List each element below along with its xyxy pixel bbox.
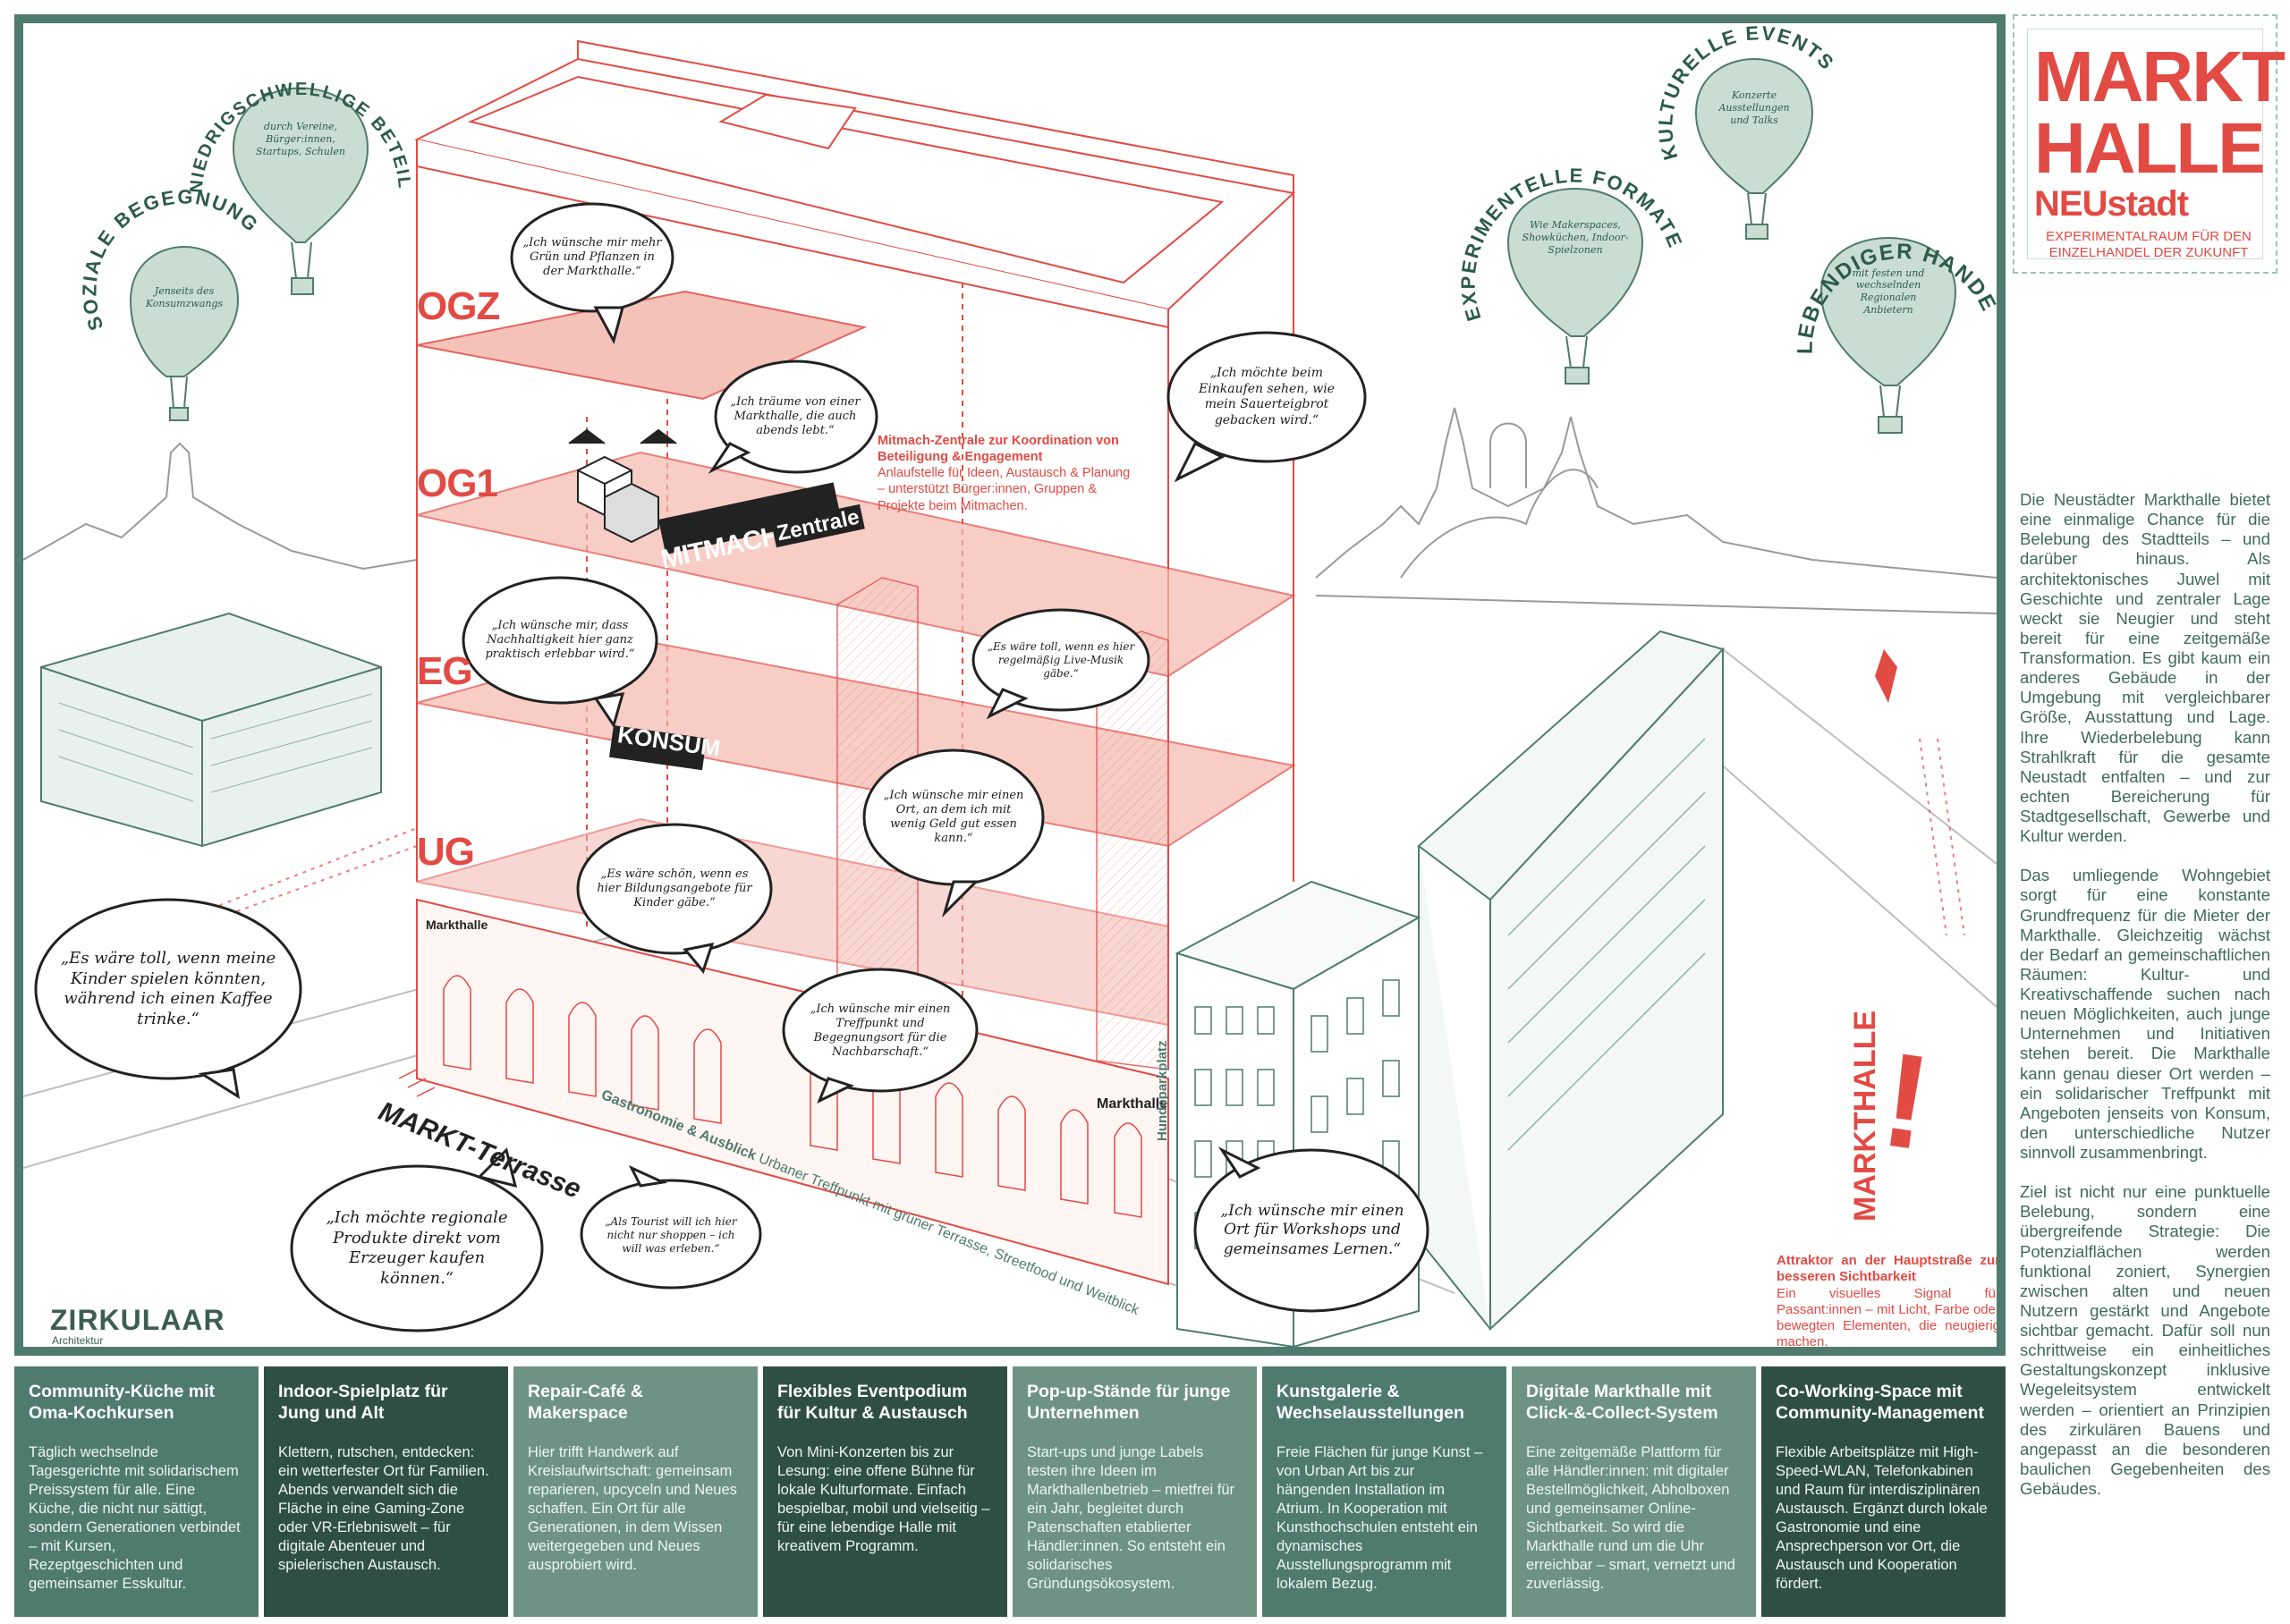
card-title: Repair-Café & Makerspace	[528, 1382, 643, 1424]
hundepark-label: Hundeparkplatz	[1155, 1040, 1170, 1141]
quote-7: „Es wäre toll, wenn meine Kinder spielen…	[60, 949, 276, 1028]
quote-6: „Es wäre schön, wenn es hier Bildungsang…	[597, 867, 752, 910]
card-digital-market: Digitale Markthalle mit Click-&-Collect-…	[1512, 1366, 1756, 1617]
left-building-windows	[58, 693, 373, 802]
speech-bubbles	[34, 202, 1429, 1332]
left-building	[40, 612, 382, 848]
attraktor-note-text: Ein visuelles Signal für Passant:innen –…	[1777, 1285, 2000, 1350]
balloon-text-0: Jenseits des Konsumzwangs	[145, 285, 224, 309]
zirkulaar-logo: ZIRKULAAR	[50, 1304, 225, 1336]
quote-2: „Ich möchte beim Einkaufen sehen, wie me…	[1199, 366, 1335, 427]
side-paragraph-2: Das umliegende Wohngebiet sorgt für eine…	[2020, 866, 2270, 1162]
right-long-building	[1417, 630, 1725, 1332]
zirkulaar-logo-sub: Architektur	[52, 1334, 104, 1347]
terrace-hatch	[398, 1069, 436, 1097]
attraktor-note-title: Attraktor an der Hauptstraße zur bessere…	[1777, 1253, 2000, 1285]
floor-label-ug: UG	[417, 830, 475, 874]
mitmach-sign-bg	[657, 482, 841, 555]
balloon-text-4: mit festen und wechselnden Regionalen An…	[1852, 266, 1925, 316]
markthalle-small-sign: Markthalle	[426, 918, 488, 932]
card-text: Von Mini-Konzerten bis zur Lesung: eine …	[777, 1444, 990, 1554]
balloon-kulturelle	[1694, 58, 1814, 240]
card-title: Indoor-Spielplatz für Jung und Alt	[278, 1382, 448, 1424]
card-text: Hier trifft Handwerk auf Kreislaufwirtsc…	[528, 1444, 737, 1573]
quote-8: „Ich wünsche mir einen Treffpunkt und Be…	[810, 1002, 951, 1060]
card-title: Digitale Markthalle mit Click-&-Collect-…	[1526, 1382, 1718, 1424]
side-paragraph-3: Ziel ist nicht nur eine punktuelle Beleb…	[2020, 1182, 2270, 1498]
illustration-frame: SOZIALE BEGEGNUNG NIEDRIGSCHWELLIGE BETE…	[14, 14, 2006, 1356]
balloon-niedrig	[232, 87, 369, 295]
balloon-text-3: Wie Makerspaces, Showküchen, Indoor-Spie…	[1522, 219, 1629, 256]
quote-5: „Ich wünsche mir einen Ort, an dem ich m…	[883, 788, 1024, 846]
card-title: Pop-up-Stände für junge Unternehmen	[1027, 1382, 1231, 1424]
axonometric-drawing: SOZIALE BEGEGNUNG NIEDRIGSCHWELLIGE BETE…	[23, 23, 1997, 1347]
card-text: Klettern, rutschen, entdecken: ein wette…	[278, 1444, 489, 1573]
card-text: Täglich wechselnde Tagesgerichte mit sol…	[29, 1444, 241, 1592]
card-indoor-playground: Indoor-Spielplatz für Jung und Alt Klett…	[264, 1366, 508, 1617]
card-title: Co-Working-Space mit Community-Managemen…	[1776, 1382, 1984, 1424]
quote-4: „Es wäre toll, wenn es hier regelmäßig L…	[987, 639, 1135, 680]
card-title: Kunstgalerie & Wechselausstellungen	[1276, 1382, 1464, 1424]
brand-line2: HALLE	[2034, 108, 2266, 188]
card-title: Community-Küche mit Oma-Kochkursen	[29, 1382, 216, 1424]
floor-label-og1: OG1	[417, 461, 498, 505]
balloon-soziale	[129, 246, 240, 421]
quote-10: „Als Tourist will ich hier nicht nur sho…	[605, 1214, 737, 1255]
brand-tagline: EXPERIMENTALRAUM FÜR DEN EINZELHANDEL DE…	[2046, 229, 2252, 260]
balloon-text-2: Konzerte Ausstellungen und Talks	[1718, 89, 1790, 126]
card-title: Flexibles Eventpodium für Kultur & Austa…	[777, 1382, 968, 1424]
red-guidelines	[210, 738, 1965, 936]
quote-3: „Ich wünsche mir, dass Nachhaltigkeit hi…	[485, 618, 635, 662]
side-description: Die Neustädter Markthalle bietet eine ei…	[2020, 490, 2270, 1518]
konsum-sign-bg	[608, 725, 707, 771]
attraktor-note: Attraktor an der Hauptstraße zur bessere…	[1777, 1253, 2000, 1350]
quote-9: „Ich möchte regionale Produkte direkt vo…	[326, 1208, 508, 1288]
card-art-gallery: Kunstgalerie & Wechselausstellungen Frei…	[1262, 1366, 1506, 1617]
card-text: Flexible Arbeitsplätze mit High-Speed-WL…	[1776, 1444, 1988, 1592]
mitmach-note-text: Anlaufstelle für Ideen, Austausch & Plan…	[878, 466, 1131, 513]
card-text: Freie Flächen für junge Kunst – von Urba…	[1276, 1444, 1483, 1592]
brand-stamp: MARKT HALLE NEUstadt EXPERIMENTALRAUM FÜ…	[2013, 14, 2286, 274]
floor-label-ogz: OGZ	[417, 284, 500, 328]
balloon-experimentelle	[1506, 188, 1644, 385]
cube-hands-icon	[568, 428, 677, 544]
quote-1: „Ich träume von einer Markthalle, die au…	[730, 394, 861, 438]
card-community-kitchen: Community-Küche mit Oma-Kochkursen Tägli…	[14, 1366, 259, 1617]
markthalle-vertical: MARKTHALLE	[1848, 1010, 1882, 1222]
concept-cards: Community-Küche mit Oma-Kochkursen Tägli…	[14, 1366, 2006, 1617]
card-text: Start-ups und junge Labels testen ihre I…	[1027, 1444, 1235, 1592]
stamp-border	[2013, 14, 2277, 274]
card-popup-stands: Pop-up-Stände für junge Unternehmen Star…	[1013, 1366, 1257, 1617]
balloon-text-1: durch Vereine, Bürger:innen, Startups, S…	[256, 121, 345, 157]
quote-11: „Ich wünsche mir einen Ort für Workshops…	[1220, 1202, 1404, 1258]
markthalle-right-sign: Markthalle	[1097, 1096, 1168, 1112]
card-repair-cafe: Repair-Café & Makerspace Hier trifft Han…	[513, 1366, 758, 1617]
city-skyline	[23, 407, 1997, 614]
floor-label-eg: EG	[417, 649, 473, 693]
brand-line1: MARKT	[2034, 37, 2286, 116]
card-text: Eine zeitgemäße Plattform für alle Händl…	[1526, 1444, 1735, 1592]
right-building-windows	[1507, 738, 1706, 1151]
markthalle-roof	[414, 39, 1296, 329]
card-coworking: Co-Working-Space mit Community-Managemen…	[1761, 1366, 2006, 1617]
attraktor-marker	[1875, 649, 1897, 703]
side-paragraph-1: Die Neustädter Markthalle bietet eine ei…	[2020, 490, 2270, 846]
card-event-stage: Flexibles Eventpodium für Kultur & Austa…	[763, 1366, 1007, 1617]
quote-0: „Ich wünsche mir mehr Grün und Pflanzen …	[522, 235, 662, 279]
mitmach-note: Mitmach-Zentrale zur Koordination von Be…	[878, 433, 1137, 514]
balloon-lebendiger	[1819, 237, 1957, 434]
brand-line3: NEUstadt	[2034, 184, 2189, 224]
balloons	[129, 58, 1957, 434]
mitmach-note-title: Mitmach-Zentrale zur Koordination von Be…	[878, 434, 1119, 465]
